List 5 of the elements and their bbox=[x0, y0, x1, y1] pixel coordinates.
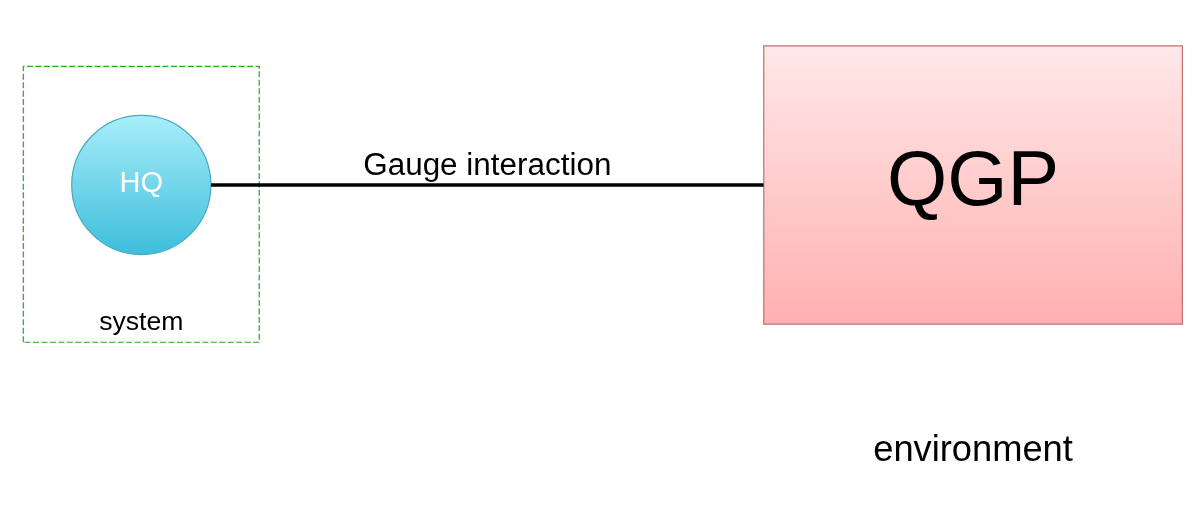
node-label: environment bbox=[873, 428, 1073, 470]
connector bbox=[211, 183, 764, 187]
edge-label: Gauge interaction bbox=[363, 147, 612, 183]
node-box: QGP bbox=[763, 45, 1183, 325]
node-circle: HQ bbox=[71, 114, 212, 256]
